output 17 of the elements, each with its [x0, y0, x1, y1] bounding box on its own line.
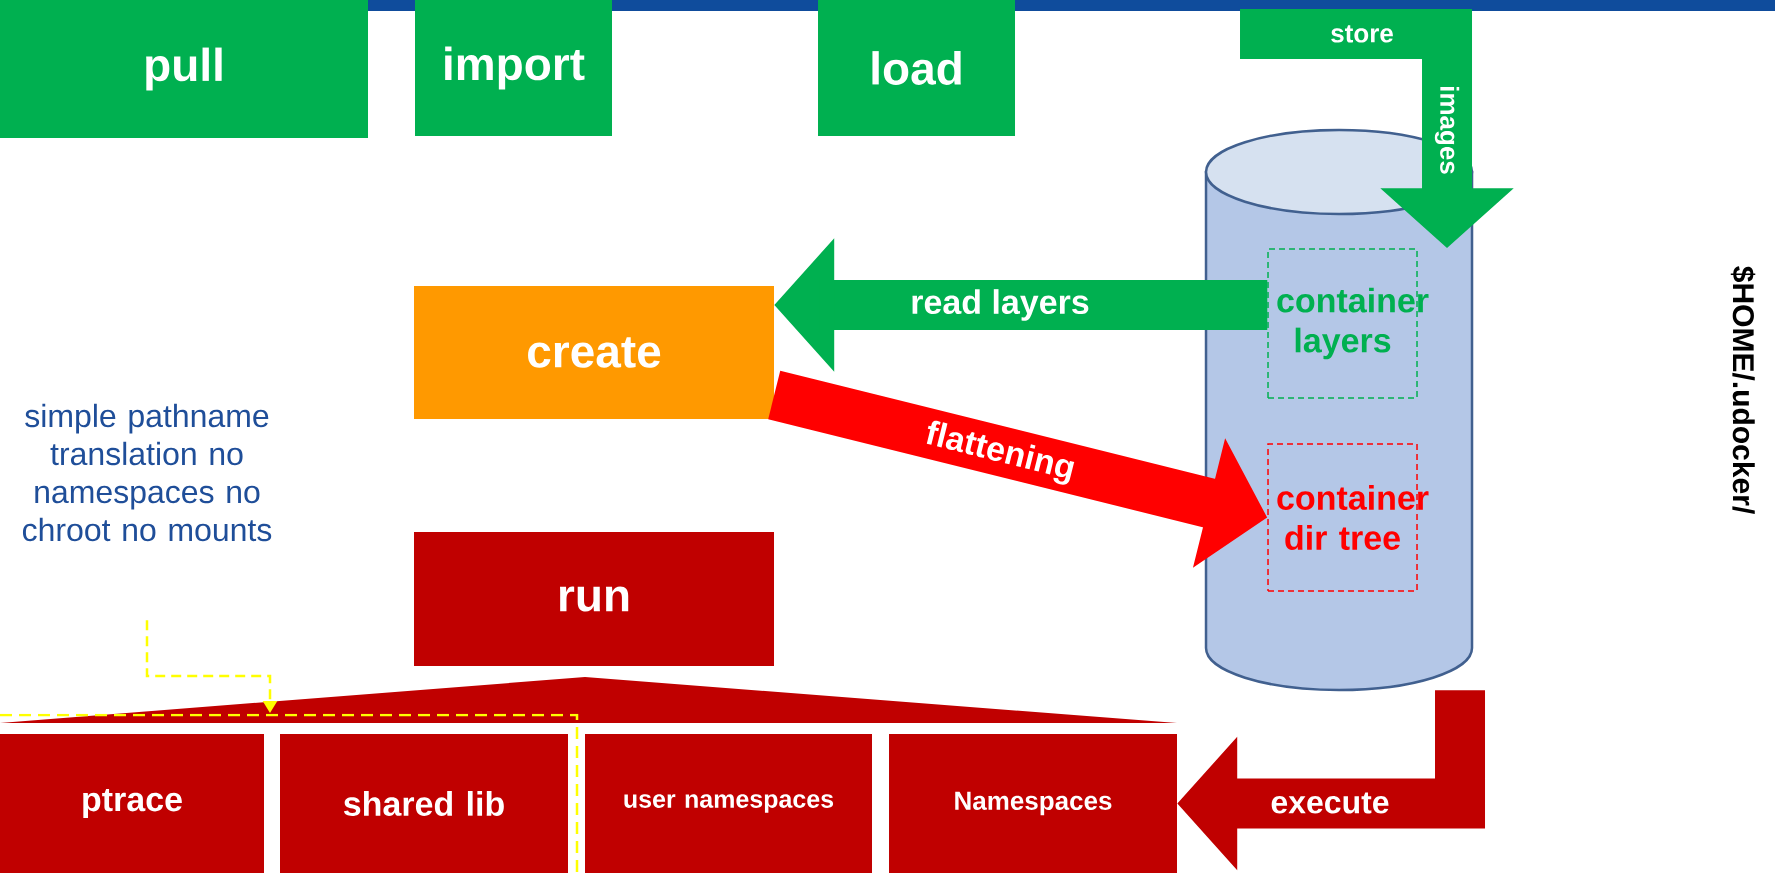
note-text: simple pathname translation no namespaces no chroot no mounts	[22, 403, 272, 542]
engine-box: shared lib	[280, 734, 568, 873]
action-box: pull	[0, 0, 368, 138]
edge-label: execute	[1271, 792, 1389, 814]
engine-box: ptrace	[0, 734, 264, 873]
arrow-label: images	[1434, 87, 1460, 174]
dashed-region: container dir tree	[1267, 443, 1429, 592]
path-label: $HOME/.udocker/	[1730, 266, 1756, 514]
edge-label: read layers	[912, 289, 1089, 321]
engine-box: Namespaces	[889, 734, 1177, 873]
action-box: load	[818, 0, 1015, 136]
edge-label: store	[1331, 25, 1393, 43]
engine-box: user namespaces	[585, 734, 872, 873]
action-box: import	[415, 0, 612, 136]
action-box: run	[414, 532, 774, 666]
dashed-region: container layers	[1267, 248, 1429, 399]
action-box: create	[414, 286, 774, 419]
